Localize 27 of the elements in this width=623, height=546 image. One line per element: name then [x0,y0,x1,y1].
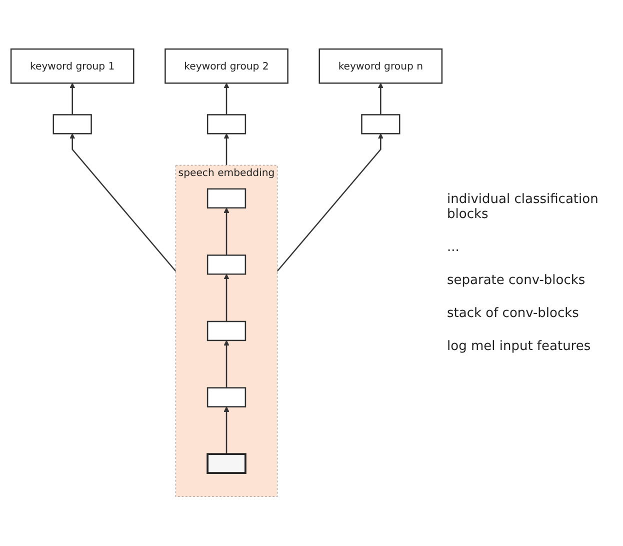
note-label: individual classification blocks [447,192,600,222]
node-box [206,387,246,408]
arrow [276,134,384,272]
cluster: speech embedding [175,165,278,498]
arrow [224,208,230,256]
node-box [206,114,246,134]
note-label: log mel input features [447,339,592,354]
arrow [224,406,230,454]
arrow [378,83,384,115]
node-box: keyword group n [318,48,443,84]
node-box [206,188,246,209]
node-box: keyword group 2 [164,48,288,84]
note-label: separate conv-blocks [447,273,586,288]
node-box: keyword group 1 [10,48,134,84]
arrow [224,340,230,388]
node-box [52,114,92,134]
arrow [70,83,76,115]
arrow [70,134,176,272]
arrow [224,83,230,115]
node-bar [206,453,246,474]
node-box [361,114,400,134]
note-label: ... [447,240,460,255]
arrow [224,274,230,322]
node-box [206,254,246,275]
node-box [206,320,246,342]
arrow [224,134,230,166]
note-label: stack of conv-blocks [447,306,580,321]
